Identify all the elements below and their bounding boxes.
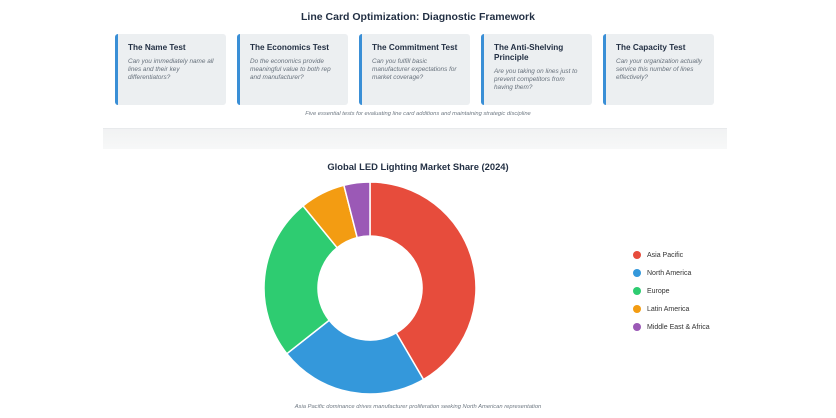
card-economics-test: The Economics Test Do the economics prov… <box>237 34 348 105</box>
legend-swatch <box>633 287 641 295</box>
chart-legend: Asia Pacific North America Europe Latin … <box>633 246 710 336</box>
slice-north-america[interactable] <box>285 319 425 395</box>
framework-caption: Five essential tests for evaluating line… <box>305 111 531 117</box>
card-title: The Commitment Test <box>372 43 458 52</box>
slice-middle-east-africa[interactable] <box>342 181 371 239</box>
framework-title: Line Card Optimization: Diagnostic Frame… <box>301 11 535 23</box>
legend-label: Middle East & Africa <box>647 323 710 331</box>
legend-swatch <box>633 305 641 313</box>
card-text: Can you fulfill basic manufacturer expec… <box>372 58 457 82</box>
slice-asia-pacific[interactable] <box>369 181 477 381</box>
legend-item-middle-east-africa[interactable]: Middle East & Africa <box>633 318 710 336</box>
card-text: Do the economics provide meaningful valu… <box>250 58 331 82</box>
card-title: The Economics Test <box>250 43 330 52</box>
legend-item-latin-america[interactable]: Latin America <box>633 300 710 318</box>
legend-label: North America <box>647 269 692 277</box>
legend-item-north-america[interactable]: North America <box>633 264 710 282</box>
legend-item-asia-pacific[interactable]: Asia Pacific <box>633 246 710 264</box>
card-text: Are you taking on lines just to prevent … <box>494 68 578 92</box>
chart-caption: Asia Pacific dominance drives manufactur… <box>294 404 542 410</box>
card-anti-shelving: The Anti-Shelving Principle Are you taki… <box>481 34 592 105</box>
chart-title: Global LED Lighting Market Share (2024) <box>327 161 509 172</box>
card-name-test: The Name Test Can you immediately name a… <box>115 34 226 105</box>
legend-swatch <box>633 251 641 259</box>
section-divider <box>103 128 727 149</box>
legend-item-europe[interactable]: Europe <box>633 282 710 300</box>
legend-label: Latin America <box>647 305 690 313</box>
card-commitment-test: The Commitment Test Can you fulfill basi… <box>359 34 470 105</box>
card-title: The Capacity Test <box>616 43 686 52</box>
card-text: Can you immediately name all lines and t… <box>128 58 214 82</box>
framework-cards: The Name Test Can you immediately name a… <box>115 34 720 106</box>
legend-swatch <box>633 269 641 277</box>
card-capacity-test: The Capacity Test Can your organization … <box>603 34 714 105</box>
slice-europe[interactable] <box>263 204 339 355</box>
legend-label: Europe <box>647 287 670 295</box>
legend-label: Asia Pacific <box>647 251 684 259</box>
card-text: Can your organization actually service t… <box>616 58 702 82</box>
card-title: The Name Test <box>128 43 186 52</box>
legend-swatch <box>633 323 641 331</box>
card-title: The Anti-Shelving Principle <box>494 43 564 62</box>
